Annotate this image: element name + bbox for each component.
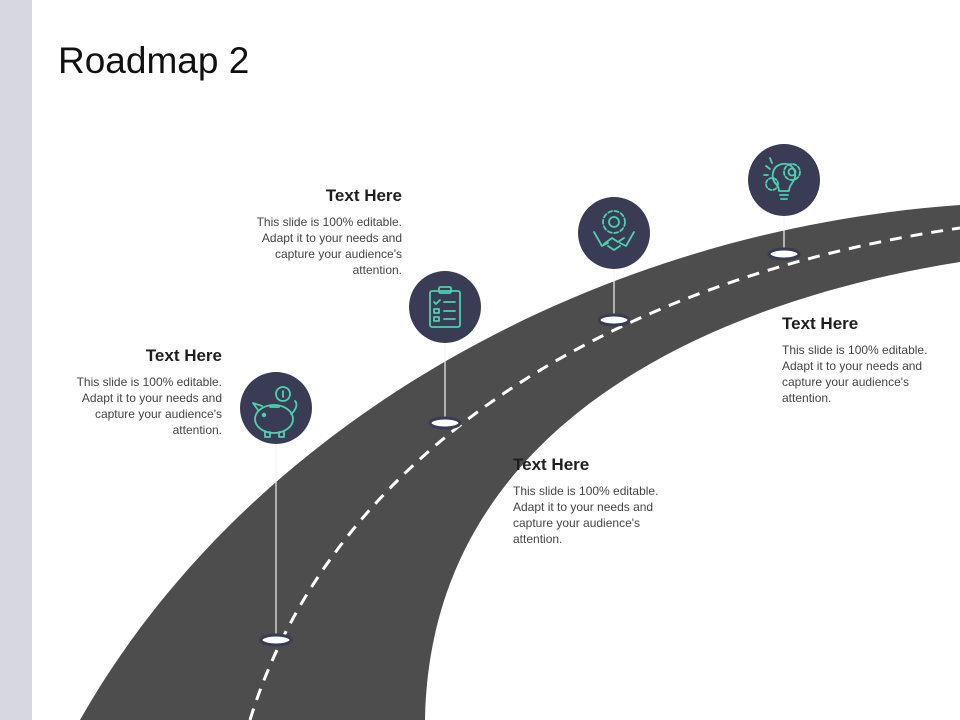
road-center-dashes <box>248 226 960 720</box>
milestone-heading: Text Here <box>325 186 402 205</box>
milestone-2 <box>409 271 481 430</box>
milestone-4 <box>748 144 820 261</box>
milestone-1 <box>240 372 312 647</box>
handshake-gear-icon <box>593 210 635 251</box>
milestone-text-3: Text Here This slide is 100% editable. A… <box>513 455 663 547</box>
checklist-icon <box>429 286 461 328</box>
piggy-bank-icon <box>252 386 298 438</box>
milestone-heading: Text Here <box>145 346 222 365</box>
milestone-circle <box>409 271 481 343</box>
milestone-description: This slide is 100% editable. Adapt it to… <box>782 343 928 405</box>
milestone-description: This slide is 100% editable. Adapt it to… <box>76 375 222 437</box>
road <box>80 205 960 720</box>
lightbulb-gear-icon <box>763 157 801 200</box>
milestone-heading: Text Here <box>513 455 590 474</box>
milestone-text-4: Text Here This slide is 100% editable. A… <box>782 314 932 406</box>
milestone-description: This slide is 100% editable. Adapt it to… <box>256 215 402 277</box>
milestone-description: This slide is 100% editable. Adapt it to… <box>513 484 659 546</box>
road-marker <box>428 416 462 430</box>
milestone-3 <box>578 197 650 327</box>
left-side-strip <box>0 0 32 720</box>
milestone-text-1: Text Here This slide is 100% editable. A… <box>72 346 222 438</box>
road-marker <box>767 247 801 261</box>
milestone-text-2: Text Here This slide is 100% editable. A… <box>252 186 402 278</box>
road-marker <box>259 633 293 647</box>
road-marker <box>597 313 631 327</box>
milestone-heading: Text Here <box>782 314 859 333</box>
milestone-circle <box>748 144 820 216</box>
page-title: Roadmap 2 <box>58 40 250 81</box>
